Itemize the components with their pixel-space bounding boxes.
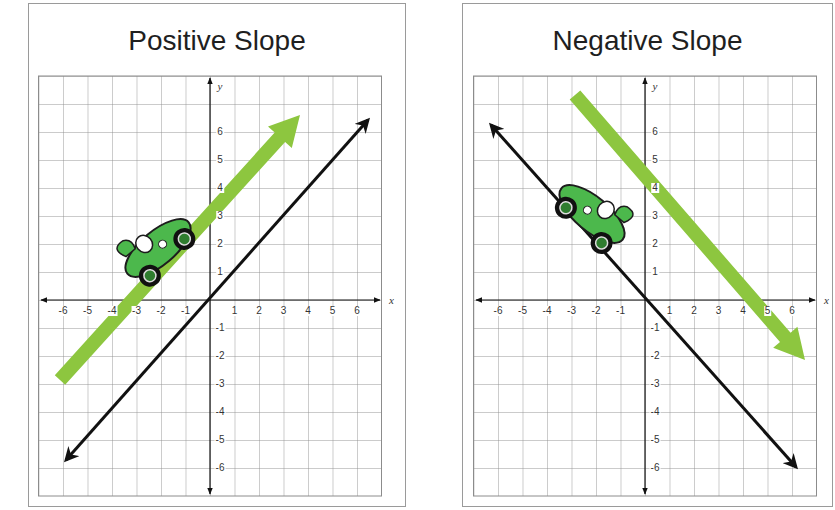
tick-number: 2 [216,239,224,249]
axis-label: y [652,81,659,92]
tick-number: -4 [215,407,226,417]
driver-helmet [594,198,618,222]
tick-number: 1 [666,306,674,316]
tick-number: 5 [651,155,659,165]
slope-line [66,120,368,460]
car-fin [115,237,136,258]
car-hubcap [593,235,610,252]
panel-title: Negative Slope [463,26,832,57]
tick-number: -1 [650,323,661,333]
car-badge [582,205,593,216]
tick-number: -4 [650,407,661,417]
direction-arrow [55,115,300,385]
tick-number: 6 [651,127,659,137]
tick-number: 6 [788,306,796,316]
tick-number: 2 [651,239,659,249]
tick-number: 3 [651,211,659,221]
car-hubcap [141,267,158,284]
tick-number: 5 [329,306,337,316]
race-car [109,201,206,295]
axis-label: x [823,295,830,306]
tick-number: -6 [58,306,69,316]
tick-number: 2 [255,306,263,316]
tick-number: 5 [216,155,224,165]
tick-number: -5 [517,306,528,316]
tick-number: 6 [353,306,361,316]
grid-background [39,76,382,496]
tick-number: -5 [215,435,226,445]
y-axis [644,78,645,494]
grid-background [474,76,817,496]
tick-number: -5 [650,435,661,445]
tick-number: 4 [216,183,224,193]
panel-title: Positive Slope [29,26,405,57]
tick-number: 4 [651,183,659,193]
tick-number: 4 [739,306,747,316]
race-car [544,167,641,261]
car-wheel [169,223,200,254]
tick-number: -1 [215,323,226,333]
tick-number: -3 [131,306,142,316]
tick-number: 3 [715,306,723,316]
car-wheel [586,227,617,258]
tick-number: 1 [231,306,239,316]
tick-number: -2 [156,306,167,316]
tick-number: -1 [180,306,191,316]
tick-number: 1 [651,267,659,277]
y-axis [209,78,210,494]
slope-line [491,125,796,467]
tick-number: 6 [216,127,224,137]
car-wheel [134,260,165,291]
axis-label: y [217,81,224,92]
tick-number: -3 [215,379,226,389]
tick-number: 4 [304,306,312,316]
tick-number: -2 [591,306,602,316]
graph-panel: Negative Slope [462,3,833,507]
tick-number: -6 [650,463,661,473]
tick-number: -3 [650,379,661,389]
tick-number: -4 [542,306,553,316]
car-hubcap [557,199,574,216]
tick-number: -3 [566,306,577,316]
car-hubcap [176,230,193,247]
coordinate-grid [474,76,817,496]
tick-number: 5 [764,306,772,316]
car-wheel [550,192,581,223]
axis-label: x [388,295,395,306]
tick-number: 3 [280,306,288,316]
tick-number: 2 [690,306,698,316]
tick-number: -6 [493,306,504,316]
coordinate-grid [39,76,382,496]
tick-number: -2 [215,351,226,361]
tick-number: -1 [615,306,626,316]
car-badge [157,239,168,250]
graph-panel: Positive Slope [28,3,406,507]
driver-helmet [132,232,156,256]
tick-number: -4 [107,306,118,316]
tick-number: -2 [650,351,661,361]
tick-number: -6 [215,463,226,473]
tick-number: 3 [216,211,224,221]
tick-number: 1 [216,267,224,277]
car-fin [614,203,635,224]
tick-number: -5 [82,306,93,316]
